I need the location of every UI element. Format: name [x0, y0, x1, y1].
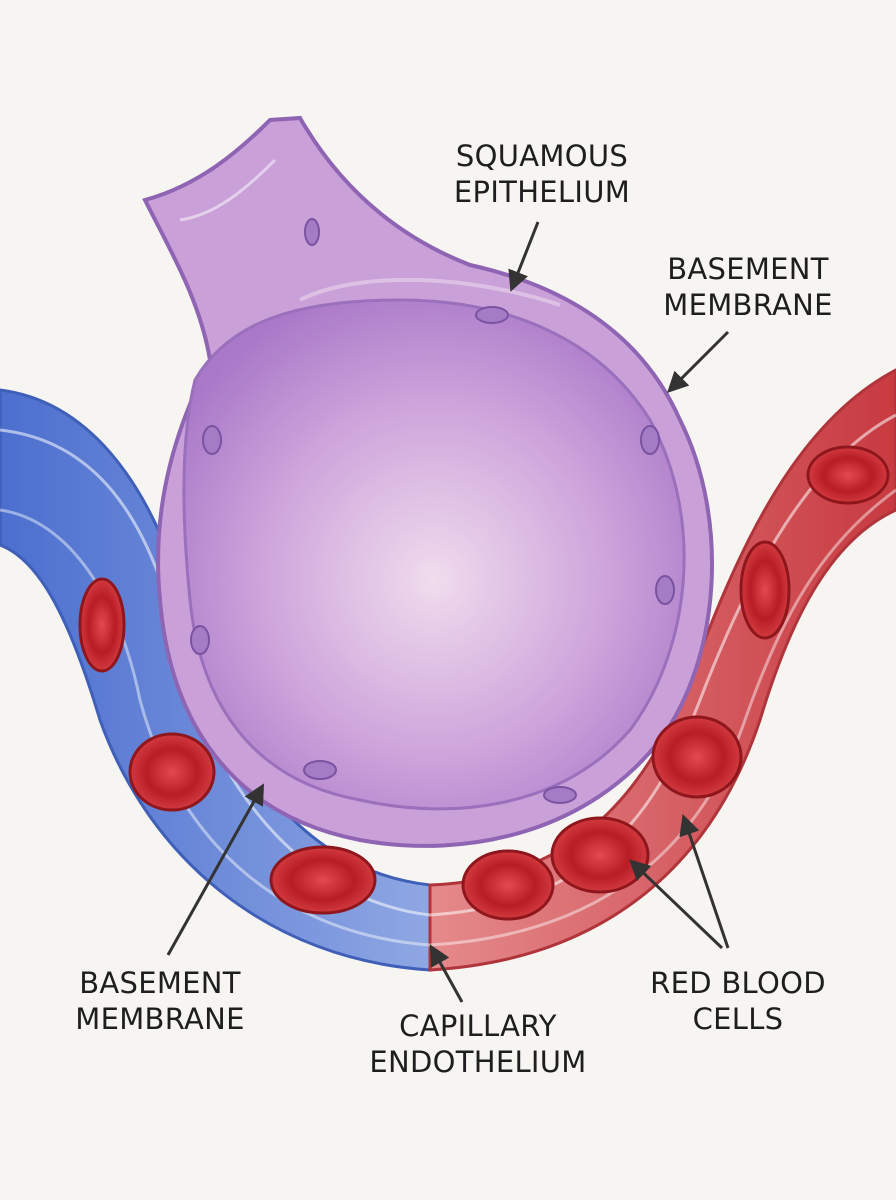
arrow-squamous-epithelium	[508, 221, 540, 292]
red-blood-cells	[78, 445, 890, 921]
red-blood-cell	[739, 540, 791, 640]
capillary-arterial-segment	[428, 368, 896, 972]
arrow-red-blood-cell-2	[679, 814, 730, 949]
arrow-red-blood-cell-1	[628, 859, 724, 950]
red-blood-cell	[550, 816, 650, 894]
label-red-blood-cells: RED BLOOD CELLS	[650, 966, 826, 1036]
label-basement-membrane-bottom: BASEMENT MEMBRANE	[75, 966, 245, 1036]
label-squamous-epithelium: SQUAMOUS EPITHELIUM	[453, 139, 631, 209]
red-blood-cell	[269, 845, 377, 915]
red-blood-cell	[128, 732, 216, 812]
arrow-capillary-endothelium	[429, 944, 464, 1003]
arrow-basement-membrane-top	[667, 330, 730, 393]
pointer-arrows	[166, 221, 730, 1003]
alveolus	[142, 115, 714, 848]
label-capillary-endothelium: CAPILLARY ENDOTHELIUM	[369, 1009, 587, 1079]
red-blood-cell	[651, 715, 743, 799]
alveolus-lumen	[182, 298, 686, 811]
arrow-basement-membrane-bottom	[166, 783, 265, 956]
red-blood-cell	[806, 445, 890, 505]
red-blood-cell	[461, 849, 555, 921]
label-basement-membrane-top: BASEMENT MEMBRANE	[663, 252, 833, 322]
red-blood-cell	[78, 577, 126, 673]
